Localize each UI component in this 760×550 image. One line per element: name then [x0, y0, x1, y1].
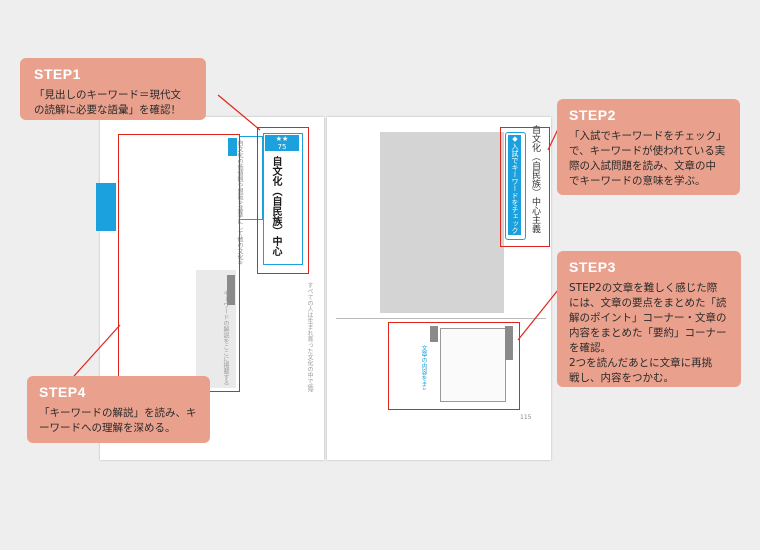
step1-text: 「見出しのキーワード＝現代文 の読解に必要な語彙」を確認！: [34, 89, 181, 116]
step4-highlight: [118, 134, 240, 392]
step1-title: STEP1: [34, 66, 81, 82]
summary-label: [430, 326, 438, 342]
left-side-tab: [96, 183, 116, 231]
step4-title: STEP4: [39, 384, 86, 400]
keyword-sub-label: [228, 138, 237, 156]
step1-highlight: [257, 127, 309, 274]
exam-passage-area: [380, 132, 504, 313]
reading-points-content: [440, 328, 506, 402]
step1-callout: STEP1 「見出しのキーワード＝現代文 の読解に必要な語彙」を確認！: [20, 58, 206, 120]
right-divider: [336, 318, 546, 319]
left-explanation-text: キーワードの解説をここに掲載する。: [222, 290, 229, 385]
step3-text: STEP2の文章を難しく感じた際 には、文章の要点をまとめた「読 解のポイント」…: [569, 282, 727, 384]
left-lower-text: すべての人は生まれ育った文化の中で価値観を身につける。そのため異なる文化に接する…: [244, 282, 314, 392]
step2-callout: STEP2 「入試でキーワードをチェック」 で、キーワードが使われている実 際の…: [557, 99, 740, 195]
step4-callout: STEP4 「キーワードの解説」を読み、キ ーワードへの理解を深める。: [27, 376, 210, 443]
step3-highlight: [388, 322, 520, 410]
keyword-stars: ★★: [275, 135, 289, 143]
step4-text: 「キーワードの解説」を読み、キ ーワードへの理解を深める。: [39, 407, 197, 434]
keyword-number: 75: [277, 143, 287, 151]
step2-highlight: [500, 127, 550, 247]
keyword-title: 自文化（自民族）中心主義: [270, 156, 281, 256]
reading-points-label: [505, 326, 513, 360]
step3-callout: STEP3 STEP2の文章を難しく感じた際 には、文章の要点をまとめた「読 解…: [557, 251, 741, 387]
left-explanation-label: [227, 275, 235, 305]
keyword-heading-box: [263, 133, 303, 265]
keyword-badge: ★★ 75: [265, 135, 299, 151]
step3-title: STEP3: [569, 259, 616, 275]
right-running-head: 自文化（自民族）中心主義: [530, 125, 540, 233]
step2-title: STEP2: [569, 107, 616, 123]
right-check-tab: ◆入試でキーワードをチェック◆: [508, 135, 521, 235]
right-check-tab-frame: [505, 132, 526, 240]
summary-text: 文章の内容をまとめた要約: [420, 345, 427, 390]
step2-text: 「入試でキーワードをチェック」 で、キーワードが使われている実 際の入試問題を読…: [569, 130, 727, 187]
page-number: 115: [520, 414, 532, 421]
